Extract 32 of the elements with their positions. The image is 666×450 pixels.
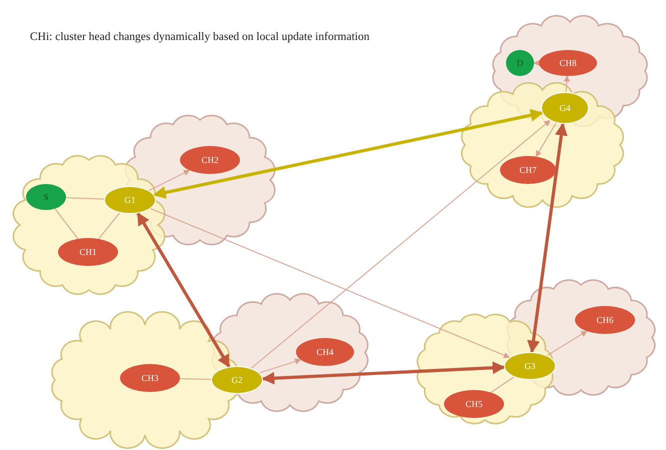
- node-label: CH1: [79, 247, 96, 257]
- connector-line: [150, 208, 510, 358]
- connector-line: [180, 378, 212, 380]
- connector-line: [546, 330, 588, 356]
- connector-line: [490, 376, 514, 393]
- node-label: S: [43, 192, 48, 202]
- node-label: D: [516, 58, 524, 68]
- double-arrow: [136, 212, 230, 368]
- node-label: G1: [124, 195, 136, 205]
- connector-line: [250, 120, 550, 369]
- node-label: CH3: [141, 373, 158, 383]
- double-arrow: [152, 108, 544, 199]
- node-label: CH7: [519, 165, 536, 175]
- node-label: G4: [560, 103, 570, 113]
- connector-line: [258, 358, 302, 374]
- node-label: CH4: [316, 347, 334, 357]
- node-label: CH6: [596, 315, 614, 325]
- connector-line: [66, 197, 104, 200]
- node-label: G3: [524, 361, 536, 371]
- connector-line: [148, 170, 190, 191]
- double-arrow: [527, 122, 568, 354]
- connector-line: [533, 60, 540, 66]
- node-label: CH8: [559, 58, 576, 68]
- node-label: CH2: [201, 155, 218, 165]
- note-text: CHi: cluster head changes dynamically based on local update information: [30, 30, 370, 45]
- connector-line: [564, 75, 570, 92]
- node-label: CH5: [465, 399, 482, 409]
- node-label: G2: [232, 375, 242, 385]
- connector-line: [98, 212, 120, 240]
- connector-line: [536, 122, 557, 158]
- connector-line: [54, 208, 78, 240]
- double-arrow: [262, 361, 506, 385]
